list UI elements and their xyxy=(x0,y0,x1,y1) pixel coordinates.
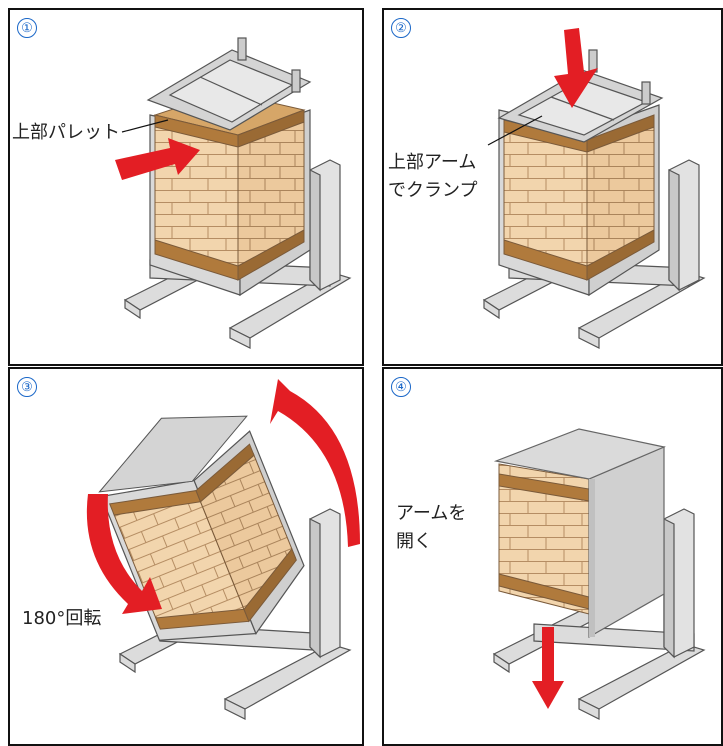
step-1-panel: ① 上部パレット xyxy=(8,8,364,366)
step-2-number: ② xyxy=(391,18,411,38)
step-2-label-line2: でクランプ xyxy=(388,180,478,201)
step-3-panel: ③ 180°回転 xyxy=(8,367,364,746)
rotate-arrow-left xyxy=(86,494,162,614)
down-arrow xyxy=(554,28,598,108)
step-2-label-line1: 上部アーム xyxy=(388,152,477,173)
step-2-illustration xyxy=(482,28,706,349)
step-2-panel: ② 上部アーム でクランプ xyxy=(382,8,723,366)
step-3-number: ③ xyxy=(17,377,37,397)
rotate-arrow-right xyxy=(270,379,360,547)
step-1-illustration xyxy=(115,37,352,349)
step-4-illustration xyxy=(492,428,706,720)
arm-top xyxy=(493,428,666,480)
step-1-number: ① xyxy=(17,18,37,38)
step-4-panel: ④ アームを 開く xyxy=(382,367,723,746)
top-arm xyxy=(146,37,312,131)
push-in-arrow xyxy=(115,138,200,180)
step-4-label-line2: 開く xyxy=(396,531,432,552)
step-1-label: 上部パレット xyxy=(12,122,120,143)
step-4-label-line1: アームを xyxy=(396,503,467,524)
arm-side xyxy=(588,446,665,639)
step-3-label: 180°回転 xyxy=(22,608,102,629)
tilter-column xyxy=(309,159,341,292)
down-arrow xyxy=(532,627,564,709)
step-4-number: ④ xyxy=(391,377,411,397)
step-3-illustration xyxy=(86,379,360,720)
